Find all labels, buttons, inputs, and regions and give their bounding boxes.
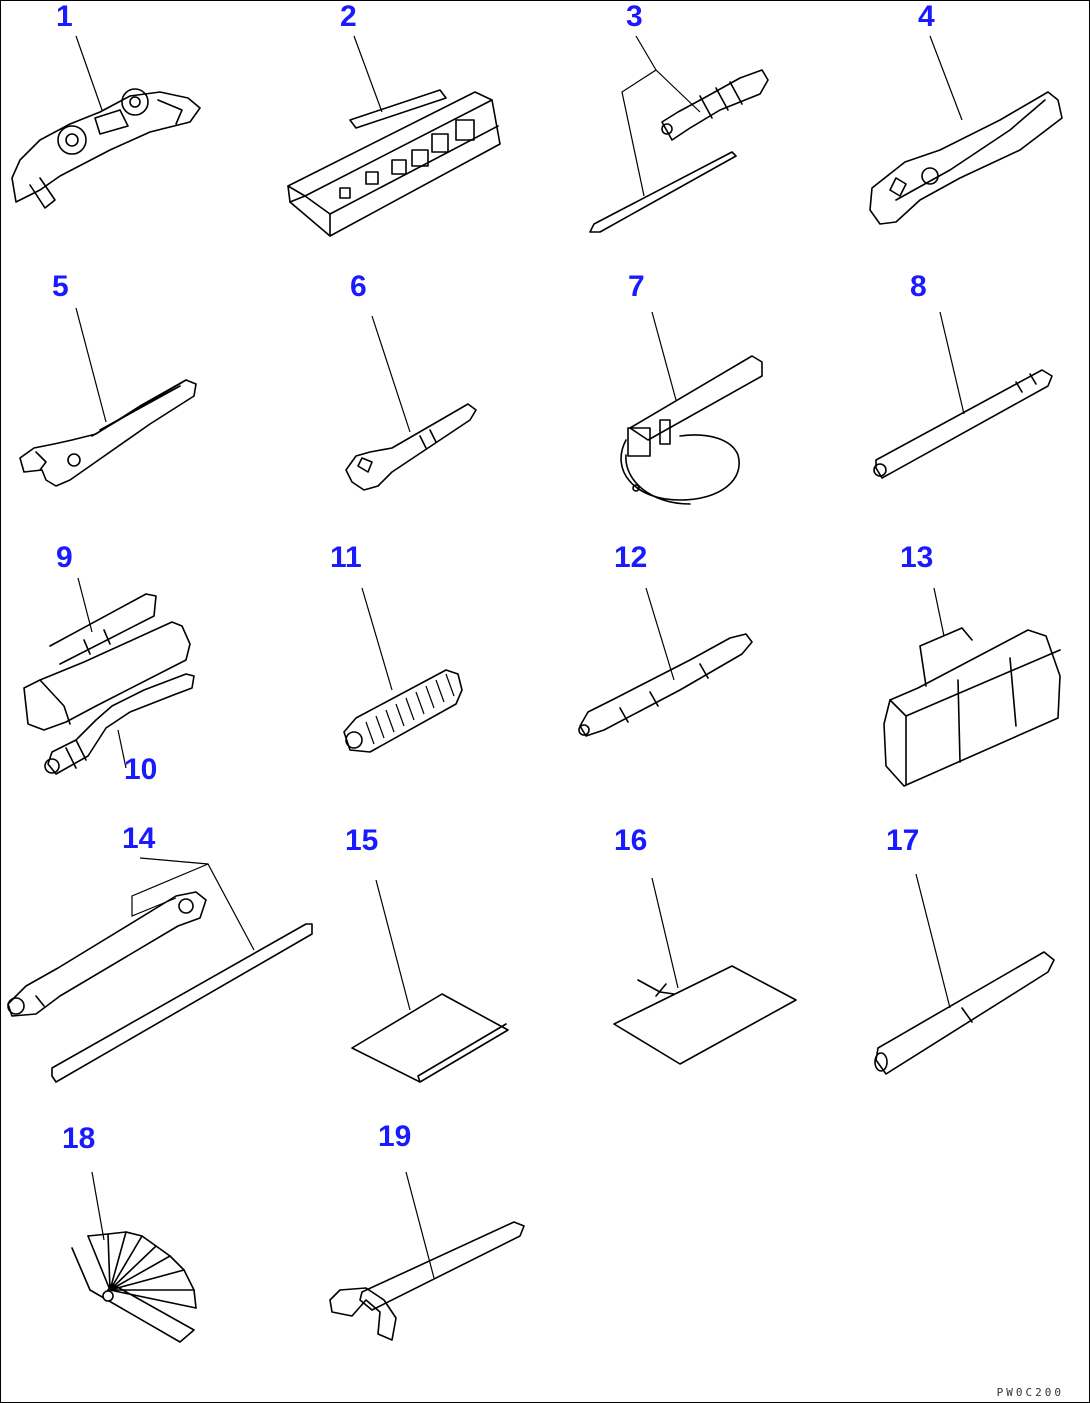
part-number-1: 1 <box>56 0 73 33</box>
adjustable-wrench-icon <box>19 307 197 487</box>
part-number-17: 17 <box>886 824 920 857</box>
part-number-4: 4 <box>918 0 935 33</box>
open-end-wrench-icon <box>345 315 477 491</box>
part-number-6: 6 <box>350 270 367 303</box>
part-number-14: 14 <box>122 822 156 855</box>
part-number-8: 8 <box>910 270 927 303</box>
part-number-15: 15 <box>345 824 379 857</box>
part-number-3: 3 <box>626 0 643 33</box>
pliers-icon <box>869 35 1063 225</box>
pipe-icon <box>874 873 1055 1075</box>
spring-hose-icon <box>343 587 463 753</box>
socket-set-box-icon <box>287 35 501 237</box>
part-number-10: 10 <box>124 753 158 786</box>
part-number-16: 16 <box>614 824 648 857</box>
part-number-2: 2 <box>340 0 357 33</box>
grease-hose-icon <box>44 673 195 775</box>
box-wrench-with-bar-icon <box>7 857 313 1083</box>
hammer-icon <box>329 1171 525 1341</box>
part-number-18: 18 <box>62 1122 96 1155</box>
part-number-13: 13 <box>900 541 934 574</box>
screwdriver-set-icon <box>589 35 769 233</box>
feeler-gauge-icon <box>71 1171 197 1343</box>
gauge-rod-icon <box>578 587 753 737</box>
adjustable-wrench-set-icon <box>11 35 201 209</box>
manual-sheet-icon <box>351 879 509 1083</box>
part-number-9: 9 <box>56 541 73 574</box>
tool-bag-icon <box>883 587 1061 787</box>
part-number-7: 7 <box>628 270 645 303</box>
part-number-5: 5 <box>52 270 69 303</box>
part-number-19: 19 <box>378 1120 412 1153</box>
drawing-code: PW0C200 <box>996 1386 1064 1399</box>
filter-strap-wrench-icon <box>620 311 763 505</box>
tag-sheet-icon <box>613 877 797 1065</box>
part-number-11: 11 <box>330 541 362 574</box>
extension-bar-icon <box>873 311 1053 479</box>
part-number-12: 12 <box>614 541 648 574</box>
grease-gun-icon <box>23 577 191 731</box>
